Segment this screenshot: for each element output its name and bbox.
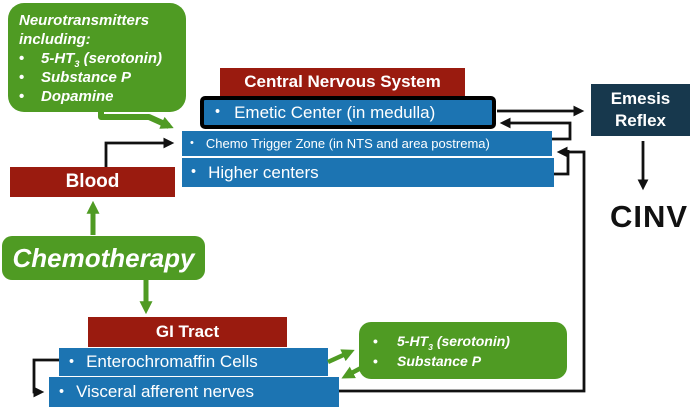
bullet-icon: • — [19, 69, 25, 86]
mediator-substance-p: Substance P — [397, 353, 482, 369]
chemotherapy-box: Chemotherapy — [2, 236, 205, 280]
list-item: • Dopamine — [19, 87, 180, 106]
higher-centers-label: Higher centers — [208, 162, 319, 182]
emesis-reflex-label: Emesis Reflex — [610, 89, 671, 130]
bullet-icon: • — [373, 353, 378, 369]
mediator-serotonin: 5-HT3 (serotonin) — [397, 333, 510, 352]
blood-label: Blood — [65, 171, 120, 192]
list-item: • 5-HT3 (serotonin) — [373, 331, 561, 351]
neurotransmitter-dopamine: Dopamine — [41, 88, 114, 105]
bullet-icon: • — [373, 333, 378, 349]
bullet-icon: • — [59, 383, 65, 400]
bullet-icon: • — [215, 104, 221, 121]
neurotransmitters-title-line1: Neurotransmitters — [19, 12, 150, 29]
central-nervous-system-label: Central Nervous System — [244, 72, 441, 91]
enterochromaffin-cells-label: Enterochromaffin Cells — [86, 352, 258, 371]
neurotransmitters-box: Neurotransmitters including: • 5-HT3 (se… — [8, 3, 186, 112]
bullet-icon: • — [69, 353, 75, 370]
bullet-icon: • — [190, 136, 194, 149]
visceral-afferent-nerves-label: Visceral afferent nerves — [76, 382, 255, 401]
arrow-neurotransmitters-to-ctz — [98, 111, 174, 129]
list-item: • 5-HT3 (serotonin) — [19, 49, 180, 69]
list-item: • Substance P — [373, 351, 561, 371]
chemo-trigger-zone-label: Chemo Trigger Zone (in NTS and area post… — [205, 136, 490, 151]
chemotherapy-label: Chemotherapy — [12, 242, 195, 273]
neurotransmitters-title-line2: including: — [19, 31, 91, 48]
central-nervous-system-box: Central Nervous System — [220, 68, 465, 96]
emetic-center-label: Emetic Center (in medulla) — [234, 102, 436, 122]
list-item: • Substance P — [19, 68, 180, 87]
blood-box: Blood — [10, 167, 175, 197]
bullet-icon: • — [19, 50, 25, 67]
bullet-icon: • — [191, 164, 197, 181]
enterochromaffin-cells-box: • Enterochromaffin Cells — [59, 348, 328, 376]
arrow-blood-to-ctz — [104, 137, 175, 167]
gi-tract-box: GI Tract — [88, 317, 287, 347]
higher-centers-box: • Higher centers — [182, 158, 554, 187]
emetic-center-box: • Emetic Center (in medulla) — [200, 96, 496, 129]
bullet-icon: • — [19, 88, 25, 105]
visceral-afferent-nerves-box: • Visceral afferent nerves — [49, 377, 339, 407]
neurotransmitter-serotonin: 5-HT3 (serotonin) — [41, 50, 163, 69]
gi-tract-label: GI Tract — [155, 322, 220, 341]
chemo-trigger-zone-box: • Chemo Trigger Zone (in NTS and area po… — [182, 131, 552, 156]
arrow-ec-to-mediators — [327, 349, 355, 365]
emesis-reflex-box: Emesis Reflex — [591, 84, 690, 136]
neurotransmitter-substance-p: Substance P — [41, 69, 132, 86]
mediators-box: • 5-HT3 (serotonin) • Substance P — [359, 322, 567, 379]
cinv-label: CINV — [609, 199, 689, 234]
line-higher-to-ctz — [554, 150, 570, 176]
